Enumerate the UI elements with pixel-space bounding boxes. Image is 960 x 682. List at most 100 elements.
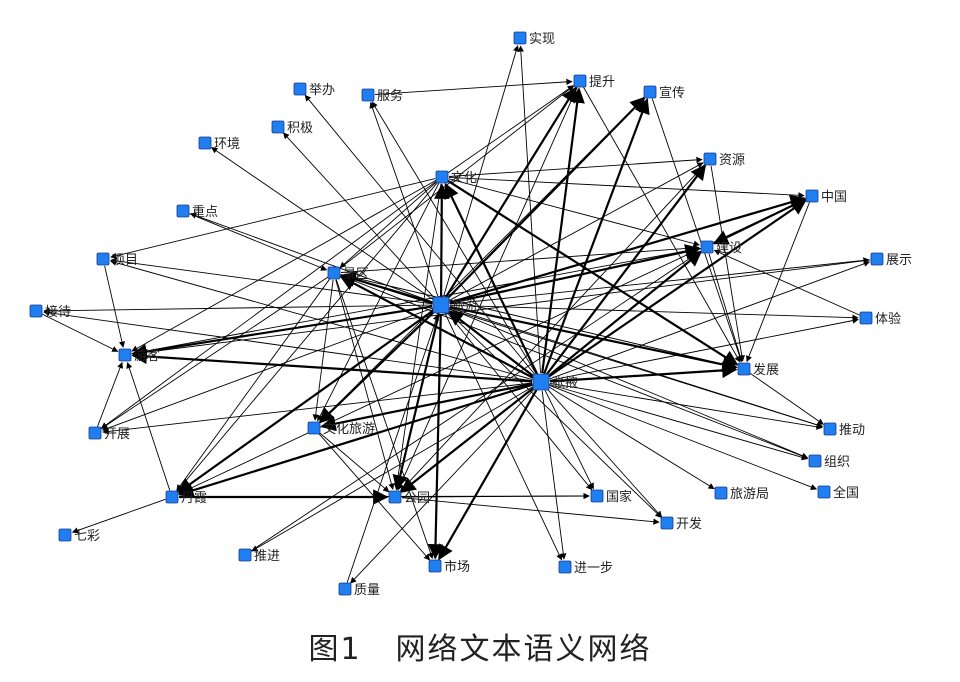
edge-jingqu-gongyuan [335, 279, 395, 490]
edge-wenhua-zhongguo [448, 176, 805, 199]
edge-zhongdian-jingqu [189, 213, 328, 271]
edge-danxia-youke [126, 362, 171, 491]
node-label-tiyan: 体验 [875, 311, 901, 327]
edge-lvyou-jinyibu [444, 312, 563, 561]
edge-lvyou-danxia [177, 309, 435, 494]
node-kaifa: 开发 [660, 516, 702, 532]
node-youke: 游客 [118, 348, 160, 364]
node-label-jinyibu: 进一步 [574, 561, 613, 576]
node-tuidong: 推动 [823, 422, 865, 438]
edge-danxia-qicai [71, 498, 166, 534]
node-box-tiyan [859, 311, 873, 325]
node-box-xuanchuan [643, 85, 657, 99]
edge-xuanchuan-wenhualvyou [319, 96, 646, 423]
node-zhangye: 张掖 [532, 373, 578, 391]
node-label-jianshe: 建设 [716, 241, 742, 256]
edge-zhongguo-fazhan [746, 202, 810, 363]
node-box-tuidong [823, 422, 837, 436]
edge-lvyou-wenhualvyou [318, 310, 436, 424]
node-label-zhanshi: 展示 [886, 253, 912, 268]
edge-kaizhan-youke [97, 361, 124, 427]
edge-jingqu-kaizhan [101, 276, 329, 429]
edge-fuwu-tisheng [374, 78, 573, 95]
edge-zhangye-jinyibu [541, 390, 567, 560]
node-label-shichang: 市场 [444, 559, 470, 575]
edge-zhangye-kaifa [546, 388, 663, 518]
edge-zhangye-zhanshi [549, 260, 871, 380]
edge-tiyan-jianshe [713, 249, 860, 316]
node-box-lvyou [432, 296, 450, 314]
node-box-danxia [165, 490, 179, 504]
node-box-lvyouju [714, 486, 728, 500]
edge-jingqu-zuzhi [340, 275, 809, 459]
edge-gongyuan-kaifa [401, 497, 660, 525]
node-box-tisheng [573, 74, 587, 88]
edge-zhangye-zhongguo [547, 199, 807, 378]
edge-zhangye-tiyan [549, 317, 859, 381]
edge-lvyou-zuzhi [449, 308, 809, 459]
node-label-wenhualvyou: 文化旅游 [323, 422, 375, 437]
edge-wenhua-tisheng [447, 85, 574, 174]
edge-jianshe-fazhan [708, 253, 744, 362]
edge-layer [42, 45, 871, 584]
node-label-qicai: 七彩 [74, 529, 100, 544]
node-label-zhongdian: 重点 [192, 204, 218, 220]
edge-zhangye-tuijin [251, 386, 534, 552]
node-jinyibu: 进一步 [558, 560, 613, 576]
node-wenhua: 文化 [435, 170, 477, 186]
node-box-kaifa [660, 516, 674, 530]
edge-jingqu-jianshe [340, 244, 700, 273]
edge-wenhua-ziyuan [448, 156, 703, 177]
node-label-kaizhan: 开展 [104, 427, 130, 442]
edge-lvyou-shichang [427, 313, 444, 560]
edge-zhangye-ziyuan [545, 164, 707, 376]
node-label-lvyouju: 旅游局 [730, 487, 769, 502]
node-label-danxia: 丹霞 [181, 491, 207, 506]
edge-gongyuan-guojia [401, 492, 590, 500]
figure-title: 网络文本语义网络 [395, 632, 652, 667]
node-zuzhi: 组织 [808, 454, 850, 470]
node-label-zhangye: 张掖 [552, 376, 578, 391]
edge-tuijin-jianshe [250, 251, 701, 552]
edge-lvyou-jiji [282, 132, 436, 299]
node-box-fuwu [361, 88, 375, 102]
node-guojia: 国家 [590, 489, 632, 505]
node-lvyou: 旅游 [432, 296, 478, 314]
node-box-kaizhan [88, 426, 102, 440]
edge-lvyou-youke [131, 305, 433, 360]
edge-zhangye-zhiliang [350, 388, 536, 584]
edge-zhangye-danxia [178, 383, 533, 498]
edge-wenhua-gongyuan [393, 183, 442, 490]
node-box-zhangye [532, 373, 550, 391]
edge-jingqu-tisheng [339, 85, 575, 270]
node-label-jingqu: 景区 [343, 267, 369, 282]
node-kaizhan: 开展 [88, 426, 130, 442]
edge-wenhualvyou-shichang [318, 433, 431, 561]
node-label-tuidong: 推动 [839, 423, 865, 438]
edge-wenhua-kaizhan [100, 180, 437, 429]
node-xuanchuan: 宣传 [643, 85, 685, 101]
node-box-juban [293, 82, 307, 96]
node-box-quanguo [817, 485, 831, 499]
node-layer: 实现举办服务提升宣传积极环境文化资源中国重点建设项目景区展示接待旅游体验游客发展… [29, 31, 912, 598]
edge-lvyou-huanjing [211, 147, 434, 301]
edge-zhangye-quanguo [549, 384, 818, 490]
edge-zhangye-wenhualvyou [320, 382, 533, 432]
node-box-jingqu [327, 266, 341, 280]
edge-ziyuan-fazhan [710, 165, 745, 362]
node-jiji: 积极 [271, 120, 313, 136]
edge-wenhua-jingqu [339, 181, 438, 269]
node-box-xiangmu [96, 252, 110, 266]
node-jianshe: 建设 [700, 240, 742, 256]
edge-zhangye-lvyou [447, 310, 535, 378]
edge-zhangye-lvyouju [548, 386, 715, 490]
node-tuijin: 推进 [238, 548, 280, 564]
edge-lvyou-gongyuan [392, 313, 440, 491]
edge-zhangye-gongyuan [400, 386, 535, 493]
edge-fazhan-tuidong [749, 372, 824, 425]
node-ziyuan: 资源 [703, 152, 745, 168]
node-label-gongyuan: 公园 [404, 491, 430, 506]
edge-zhangye-jiedai [43, 309, 533, 382]
node-label-jiedai: 接待 [45, 304, 71, 320]
